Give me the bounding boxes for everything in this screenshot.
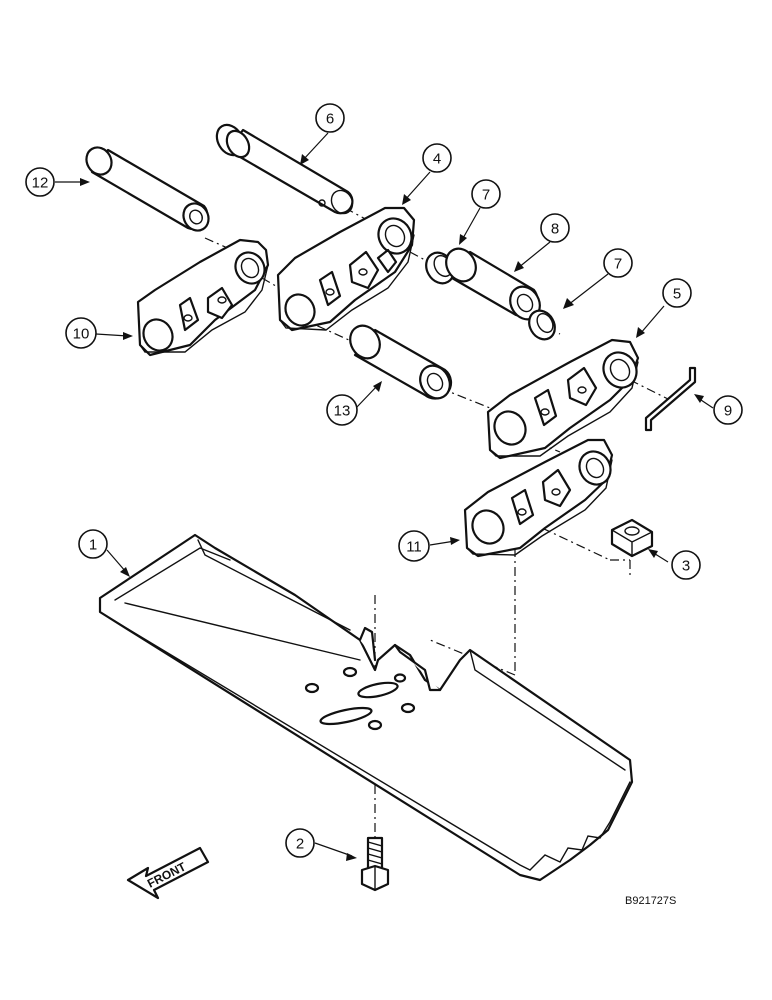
callout-9: 9: [713, 395, 743, 425]
callout-number: 12: [32, 175, 49, 192]
shoe-bolt: [360, 836, 390, 892]
track-bushing: [349, 324, 453, 400]
callout-3: 3: [671, 550, 701, 580]
link-outer-left: [463, 438, 614, 558]
track-shoe: [98, 533, 634, 882]
callout-number: 1: [89, 537, 97, 554]
callout-number: 6: [326, 111, 334, 128]
seal: [528, 309, 556, 341]
callout-7-upper: 7: [471, 179, 501, 209]
link-inner-right: [276, 206, 416, 332]
callout-7-lower: 7: [603, 248, 633, 278]
callout-number: 9: [724, 403, 732, 420]
figure-reference-code: B921727S: [625, 895, 676, 907]
callout-4: 4: [422, 143, 452, 173]
callout-2: 2: [285, 828, 315, 858]
shoe-nut: [610, 518, 654, 558]
callout-number: 5: [673, 286, 681, 303]
callout-6: 6: [315, 103, 345, 133]
callout-13: 13: [326, 394, 358, 426]
lock-pin: [644, 366, 697, 432]
front-direction-arrow: FRONT: [126, 846, 210, 900]
callout-number: 11: [406, 539, 422, 556]
callout-leaders: [55, 132, 714, 861]
callout-11: 11: [398, 530, 430, 562]
callout-number: 13: [334, 403, 351, 420]
callout-12: 12: [25, 167, 55, 197]
link-inner-left: [136, 238, 270, 357]
callout-1: 1: [78, 529, 108, 559]
link-outer-right: [486, 338, 640, 460]
callout-number: 7: [614, 256, 622, 273]
callout-number: 10: [73, 326, 90, 343]
callout-5: 5: [662, 278, 692, 308]
callout-8: 8: [540, 213, 570, 243]
callout-number: 3: [682, 558, 690, 575]
callout-number: 2: [296, 836, 304, 853]
callout-number: 4: [433, 151, 441, 168]
callout-number: 7: [482, 187, 490, 204]
front-label: FRONT: [145, 859, 189, 891]
callout-10: 10: [65, 317, 97, 349]
master-pin: [215, 123, 354, 215]
master-bushing: [445, 247, 541, 321]
track-pin: [85, 146, 210, 232]
callout-number: 8: [551, 221, 559, 238]
